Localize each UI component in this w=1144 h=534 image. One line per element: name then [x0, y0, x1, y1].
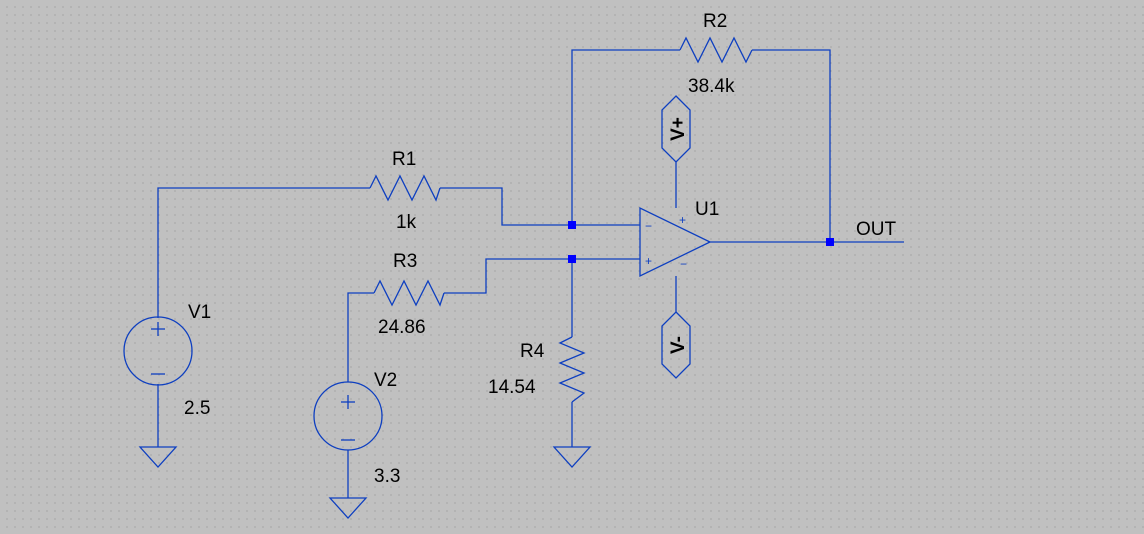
r3-name-label: R3: [393, 251, 417, 272]
r1-value-label: 1k: [396, 212, 417, 233]
ground-symbol-r4: [552, 446, 592, 468]
port-vminus-flag[interactable]: [661, 311, 691, 379]
opamp-noninverting-mark: +: [645, 254, 652, 268]
wire-r1-node: [440, 187, 572, 226]
voltage-source-v1[interactable]: [123, 316, 193, 386]
v2-name-label: V2: [374, 370, 397, 391]
r2-value-label: 38.4k: [688, 76, 735, 97]
r4-value-label: 14.54: [488, 377, 536, 398]
resistor-r3[interactable]: [373, 279, 445, 307]
opamp-u1[interactable]: [639, 206, 712, 278]
ground-symbol-v1: [138, 446, 178, 468]
v1-name-label: V1: [188, 302, 211, 323]
wire-v1-r1: [157, 187, 370, 318]
wire-feedback-left: [571, 49, 680, 225]
port-vplus-label: V+: [668, 117, 689, 141]
wire-v2-r3: [347, 292, 374, 382]
wire-r3-node: [444, 258, 572, 294]
v1-value-label: 2.5: [184, 398, 210, 419]
r3-value-label: 24.86: [378, 317, 426, 338]
r2-name-label: R2: [703, 11, 727, 32]
port-vplus-flag[interactable]: [661, 95, 691, 163]
resistor-r2[interactable]: [679, 36, 753, 64]
junction-inverting-node: [568, 221, 576, 229]
ground-symbol-v2: [328, 497, 368, 519]
u1-name-label: U1: [695, 199, 719, 220]
net-label-out: OUT: [856, 219, 897, 240]
opamp-vplus-pin-mark: +: [679, 213, 686, 227]
opamp-inverting-mark: −: [645, 219, 652, 233]
opamp-vminus-pin-mark: −: [680, 257, 687, 271]
junction-output-node: [826, 238, 834, 246]
r1-name-label: R1: [392, 149, 416, 170]
v2-value-label: 3.3: [374, 466, 400, 487]
wire-feedback-right: [752, 49, 831, 242]
port-vminus-label: V-: [668, 336, 689, 354]
resistor-r4[interactable]: [558, 336, 586, 403]
junction-noninverting-node: [568, 255, 576, 263]
resistor-r1[interactable]: [369, 174, 441, 202]
wires: [157, 49, 904, 498]
r4-name-label: R4: [520, 341, 545, 362]
voltage-source-v2[interactable]: [313, 381, 383, 451]
